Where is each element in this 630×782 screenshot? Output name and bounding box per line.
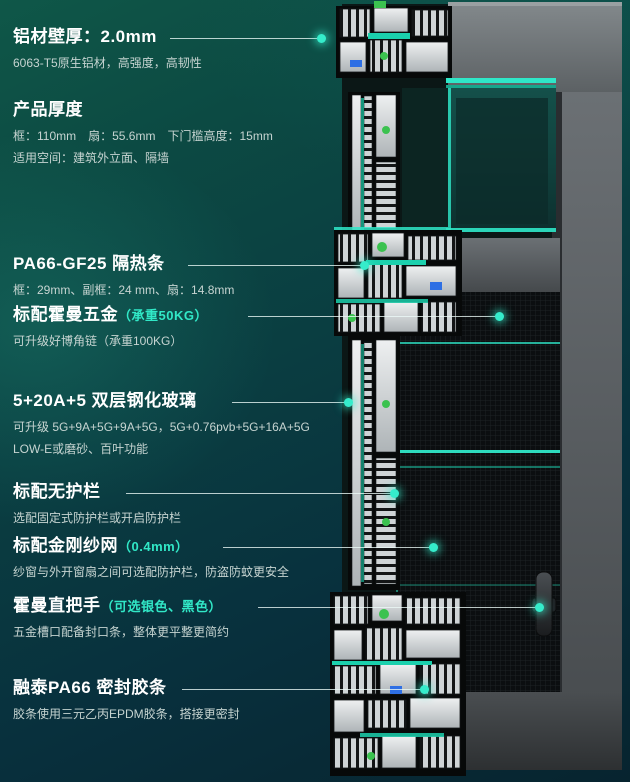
window-handle [531, 571, 557, 637]
annotation-subtext: 适用空间：建筑外立面、隔墙 [13, 151, 170, 165]
connector-line [232, 402, 348, 403]
annotation-screen-mesh: 标配金刚纱网（0.4mm） 纱窗与外开窗扇之间可选配防护栏，防盗防蚊更安全 [13, 535, 289, 580]
annotation-subtext: 框：29mm、副框：24 mm、扇：14.8mm [13, 283, 235, 297]
annotation-subtext: 选配固定式防护栏或开启防护栏 [13, 511, 182, 525]
annotation-title: 融泰PA66 密封胶条 [13, 678, 167, 697]
connector-dot [344, 398, 353, 407]
connector-dot [429, 543, 438, 552]
annotation-guardrail: 标配无护栏 选配固定式防护栏或开启防护栏 [13, 481, 181, 526]
annotation-product-thickness: 产品厚度 框：110mm 扇：55.6mm 下门槛高度：15mm 适用空间：建筑… [13, 99, 273, 166]
annotation-title: 霍曼直把手（可选银色、黑色） [13, 596, 223, 615]
connector-dot [420, 685, 429, 694]
annotation-title: 产品厚度 [13, 100, 83, 119]
connector-line [182, 689, 424, 690]
annotation-aluminum-wall-thickness: 铝材壁厚：2.0mm 6063-T5原生铝材，高强度，高韧性 [13, 26, 202, 71]
connector-dot [317, 34, 326, 43]
annotation-title: PA66-GF25 隔热条 [13, 254, 165, 273]
annotation-subtext: LOW-E或磨砂、百叶功能 [13, 442, 149, 456]
profile-transom-section [334, 227, 462, 336]
connector-dot [360, 261, 369, 270]
glass-unit [402, 78, 556, 232]
annotation-subtext: 6063-T5原生铝材，高强度，高韧性 [13, 56, 202, 70]
annotation-thermal-break: PA66-GF25 隔热条 框：29mm、副框：24 mm、扇：14.8mm [13, 253, 234, 298]
connector-dot [495, 312, 504, 321]
annotation-subtext: 可升级好博角链（承重100KG） [13, 334, 183, 348]
annotation-subtext: 纱窗与外开窗扇之间可选配防护栏，防盗防蚊更安全 [13, 565, 290, 579]
annotation-title: 标配金刚纱网（0.4mm） [13, 536, 189, 555]
connector-line [248, 316, 499, 317]
annotation-title: 铝材壁厚：2.0mm [13, 27, 157, 46]
annotation-subtext: 五金槽口配备封口条，整体更平整更简约 [13, 625, 230, 639]
annotation-subtext: 胶条使用三元乙丙EPDM胶条，搭接更密封 [13, 707, 240, 721]
annotation-title: 标配霍曼五金（承重50KG） [13, 305, 208, 324]
profile-sill-section [330, 592, 466, 776]
profile-mullion-lower [348, 336, 400, 590]
profile-head-section [336, 1, 452, 78]
annotation-subtext: 框：110mm 扇：55.6mm 下门槛高度：15mm [13, 129, 273, 143]
frame-gray-body [448, 2, 622, 770]
annotation-sealing-strip: 融泰PA66 密封胶条 胶条使用三元乙丙EPDM胶条，搭接更密封 [13, 677, 240, 722]
connector-dot [535, 603, 544, 612]
connector-line [258, 607, 539, 608]
connector-line [170, 38, 321, 39]
annotation-glass: 5+20A+5 双层钢化玻璃 可升级 5G+9A+5G+9A+5G，5G+0.7… [13, 390, 310, 457]
profile-mullion-upper [348, 92, 400, 238]
annotation-subtext: 可升级 5G+9A+5G+9A+5G，5G+0.76pvb+5G+16A+5G [13, 420, 310, 434]
connector-dot [390, 489, 399, 498]
annotation-title: 标配无护栏 [13, 482, 101, 501]
connector-line [126, 493, 394, 494]
annotation-hardware: 标配霍曼五金（承重50KG） 可升级好博角链（承重100KG） [13, 304, 208, 349]
connector-line [223, 547, 433, 548]
connector-line [188, 265, 364, 266]
annotation-title: 5+20A+5 双层钢化玻璃 [13, 391, 197, 410]
annotation-handle: 霍曼直把手（可选银色、黑色） 五金槽口配备封口条，整体更平整更简约 [13, 595, 229, 640]
